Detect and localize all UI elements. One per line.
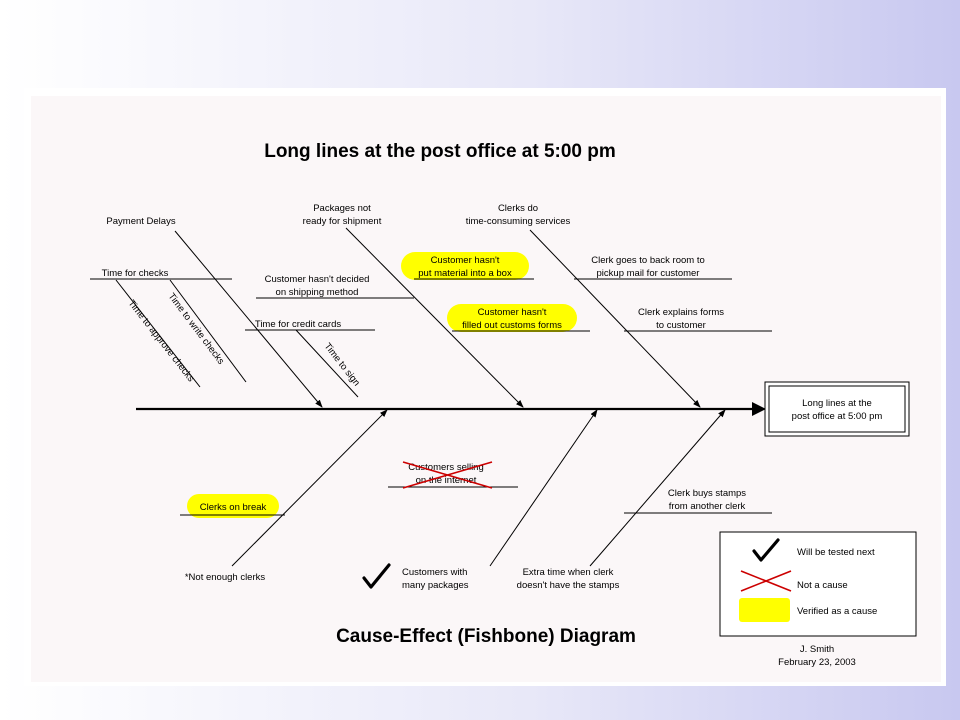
cause-selling-line-2: on the internet xyxy=(416,475,477,486)
cause-extra-time-line-1: Extra time when clerk xyxy=(523,567,614,578)
cross-mark-selling xyxy=(402,461,493,489)
effect-box: Long lines at the post office at 5:00 pm xyxy=(764,381,910,437)
author: J. Smith xyxy=(800,644,834,655)
diagram-title: Long lines at the post office at 5:00 pm xyxy=(264,141,616,162)
cause-no-material-line-1: Customer hasn't xyxy=(431,255,500,266)
cause-extra-time-line-2: doesn't have the stamps xyxy=(517,580,620,591)
cause-explains-forms-line-1: Clerk explains forms xyxy=(638,307,724,318)
rib-stamp-clerk xyxy=(589,409,726,567)
cause-clerks-line-2: time-consuming services xyxy=(466,216,571,227)
spine-arrowhead xyxy=(752,402,766,416)
branch-write-checks xyxy=(169,279,247,383)
cause-many-packages-line-1: Customers with xyxy=(402,567,467,578)
cause-many-packages-line-2: many packages xyxy=(402,580,469,591)
legend-tested-next: Will be tested next xyxy=(797,547,875,558)
cause-no-material-line-2: put material into a box xyxy=(418,268,512,279)
branch-approve-checks xyxy=(115,279,201,388)
highlight-no-customs xyxy=(447,304,577,332)
rib-staffing xyxy=(231,409,388,567)
cause-buys-stamps-line-1: Clerk buys stamps xyxy=(668,488,746,499)
effect-line-2: post office at 5:00 pm xyxy=(792,411,883,422)
diagram-subtitle: Cause-Effect (Fishbone) Diagram xyxy=(336,626,636,647)
cause-clerks-line-1: Clerks do xyxy=(498,203,538,214)
rib-payment xyxy=(174,230,323,408)
cause-not-decided-line-2: on shipping method xyxy=(276,287,359,298)
cause-back-room-line-1: Clerk goes to back room to xyxy=(591,255,705,266)
rib-clerks xyxy=(529,229,701,408)
cause-not-enough-clerks: *Not enough clerks xyxy=(185,572,266,583)
legend-not-a-cause: Not a cause xyxy=(797,580,848,591)
cause-not-decided-line-1: Customer hasn't decided xyxy=(265,274,370,285)
check-mark-many-packages xyxy=(362,563,391,589)
cause-back-room-line-2: pickup mail for customer xyxy=(597,268,700,279)
cause-packages-line-2: ready for shipment xyxy=(303,216,382,227)
cause-payment-delays: Payment Delays xyxy=(106,216,175,227)
cause-time-for-checks: Time for checks xyxy=(102,268,169,279)
date: February 23, 2003 xyxy=(778,657,856,668)
cause-packages-line-1: Packages not xyxy=(313,203,371,214)
effect-line-1: Long lines at the xyxy=(802,398,872,409)
legend-verified: Verified as a cause xyxy=(797,606,877,617)
legend: Will be tested next Not a cause Verified… xyxy=(719,531,917,637)
rib-stamps xyxy=(489,409,598,567)
rib-packages xyxy=(345,227,524,408)
cause-time-for-credit-cards: Time for credit cards xyxy=(255,319,341,330)
legend-highlight-swatch xyxy=(739,598,790,622)
cause-no-customs-line-1: Customer hasn't xyxy=(478,307,547,318)
cause-explains-forms-line-2: to customer xyxy=(656,320,706,331)
highlight-no-material xyxy=(401,252,529,280)
legend-check-icon xyxy=(752,538,780,562)
branch-time-to-sign xyxy=(295,329,359,398)
highlight-clerks-on-break xyxy=(187,494,279,518)
cause-selling-line-1: Customers selling xyxy=(408,462,484,473)
cause-clerks-on-break: Clerks on break xyxy=(200,502,267,513)
cause-buys-stamps-line-2: from another clerk xyxy=(669,501,746,512)
cause-no-customs-line-2: filled out customs forms xyxy=(462,320,562,331)
